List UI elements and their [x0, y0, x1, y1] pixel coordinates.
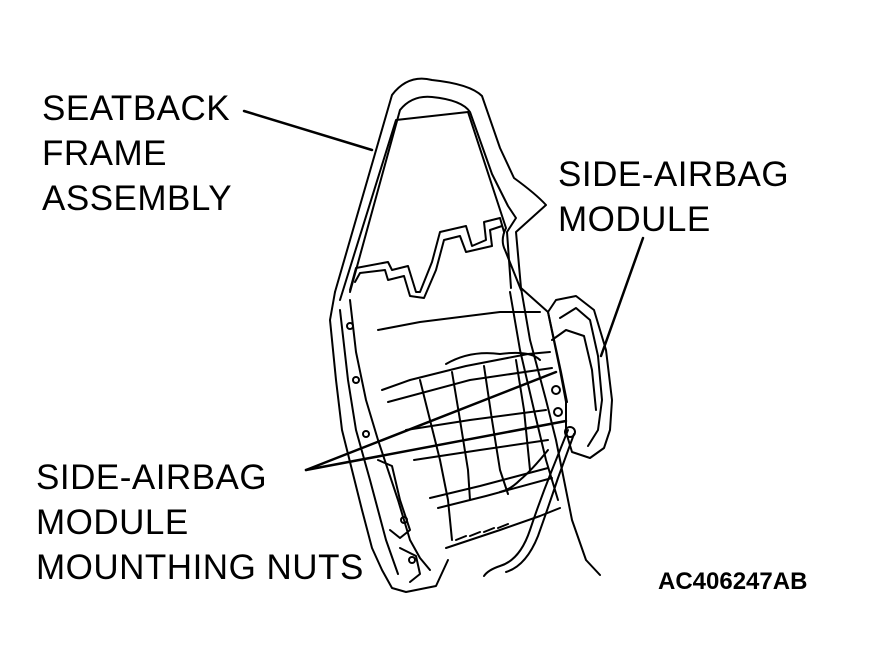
- frame-left-panel: [329, 291, 449, 593]
- airbag-module-edge: [551, 329, 597, 411]
- spring-mesh-5: [405, 409, 547, 431]
- airbag-module-outline: [547, 295, 613, 459]
- label-line: SIDE-AIRBAG: [558, 155, 790, 194]
- frame-left-panel-edge: [339, 309, 399, 575]
- spring-mesh-4: [515, 359, 531, 471]
- label-line: SIDE-AIRBAG: [36, 458, 268, 497]
- frame-tube-inner: [349, 95, 517, 293]
- frame-left-panel-inner: [349, 299, 431, 571]
- leader-nut-2: [304, 419, 568, 472]
- airbag-mount-point-3: [564, 426, 576, 438]
- leader-nut-1: [304, 370, 558, 472]
- wire-harness: [483, 429, 569, 577]
- leader-airbag-module: [599, 236, 645, 358]
- frame-crossbar-1: [381, 351, 551, 391]
- label-line: FRAME: [42, 134, 167, 173]
- spring-mesh-6: [413, 439, 549, 461]
- frame-hole-3: [362, 430, 370, 438]
- spring-mesh-3: [483, 365, 509, 495]
- frame-crossbar-3: [377, 311, 541, 331]
- label-line: ASSEMBLY: [42, 179, 233, 218]
- frame-bracket-1: [377, 459, 411, 539]
- spring-mesh-2: [451, 371, 471, 501]
- label-seatback-frame-assembly: SEATBACK FRAME ASSEMBLY: [42, 86, 232, 221]
- label-side-airbag-module: SIDE-AIRBAG MODULE: [558, 152, 789, 242]
- frame-tube-outer: [334, 77, 568, 403]
- frame-crossbar-5: [437, 477, 553, 509]
- airbag-mount-point-1: [551, 385, 561, 395]
- frame-hole-1: [346, 322, 354, 330]
- frame-right-rail: [520, 287, 601, 576]
- headrest-wire: [349, 217, 505, 293]
- frame-bracket-2: [399, 547, 421, 583]
- spring-mesh-arc: [445, 351, 541, 365]
- frame-bottom-bar: [445, 507, 561, 549]
- airbag-mount-point-2: [553, 407, 563, 417]
- label-mounting-nuts: SIDE-AIRBAG MODULE MOUNTHING NUTS: [36, 455, 364, 590]
- frame-upper-loop: [339, 111, 522, 301]
- airbag-module-inner: [559, 307, 603, 447]
- spring-mesh-1: [419, 379, 453, 541]
- label-line: SEATBACK: [42, 89, 231, 128]
- figure-code: AC406247AB: [658, 568, 808, 595]
- frame-bottom-hatching: [455, 523, 509, 541]
- headrest-wire-inner: [354, 225, 503, 299]
- leader-seatback-frame: [242, 109, 374, 152]
- frame-hole-2: [352, 376, 360, 384]
- wire-harness-2: [505, 433, 575, 573]
- wire-harness-3: [499, 449, 549, 493]
- label-line: MOUNTHING NUTS: [36, 548, 364, 587]
- label-line: MODULE: [558, 200, 711, 239]
- label-line: MODULE: [36, 503, 189, 542]
- frame-hole-4: [408, 556, 416, 564]
